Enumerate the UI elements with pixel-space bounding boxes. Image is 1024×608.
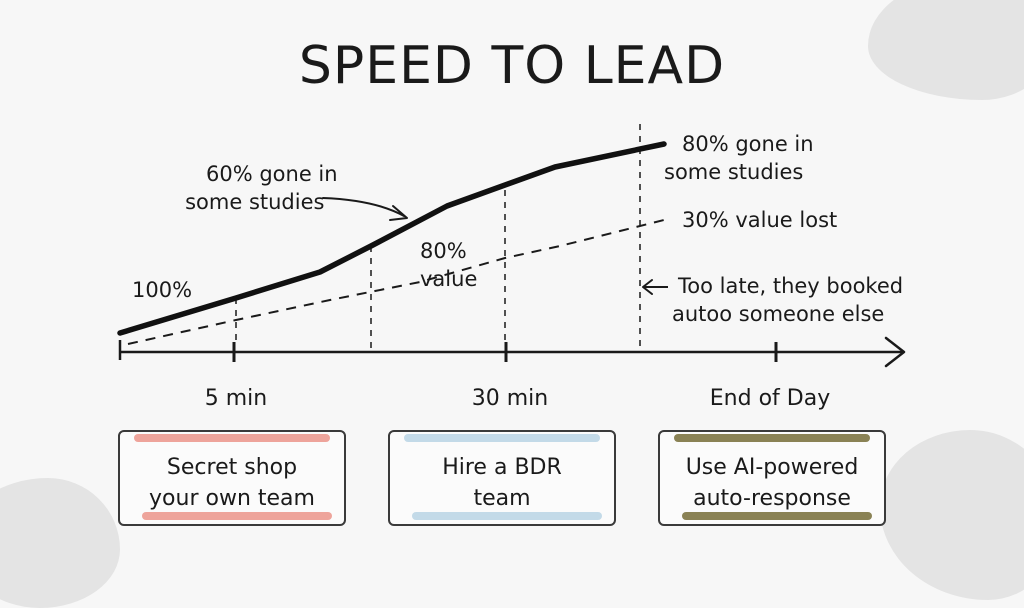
card-hire-bdr: Hire a BDR team [388,430,616,526]
tick-label-end-of-day: End of Day [709,386,831,411]
card-secret-shop: Secret shop your own team [118,430,346,526]
label-too-late-line1: Too late, they booked [678,274,904,298]
card-text: Secret shop your own team [120,452,344,514]
label-too-late-line2: autoo someone else [672,302,885,326]
label-30-value-lost: 30% value lost [682,208,838,232]
card-line1: Hire a BDR [442,455,562,480]
card-accent-bottom [412,512,602,520]
card-accent-top [134,434,330,442]
card-text: Use AI-powered auto-response [660,452,884,514]
label-80-gone-line2: some studies [664,160,804,184]
card-line1: Use AI-powered [685,455,859,480]
label-60-gone: 60% gone in some studies [172,160,338,216]
annotation-arrowhead-too-late [642,279,653,295]
label-start-100-percent: 100% [132,278,193,302]
label-60-gone-line2: some studies [185,190,325,214]
card-line1: Secret shop [166,455,298,480]
label-80-value: 80% value [420,237,477,293]
timeline-arrowhead [884,336,906,368]
card-ai-auto-response: Use AI-powered auto-response [658,430,886,526]
card-line2: team [473,486,531,511]
label-80-value-line1: 80% [420,239,467,263]
annotation-arrowhead-60 [389,205,408,221]
label-80-value-line2: value [420,267,478,291]
label-too-late: Too late, they booked autoo someone else [672,272,903,328]
annotation-arrow-60 [322,197,405,217]
tick-label-30min: 30 min [471,386,549,411]
label-60-gone-line1: 60% gone in [206,162,338,186]
card-accent-top [404,434,600,442]
page-title: SPEED TO LEAD [298,36,726,96]
card-accent-bottom [142,512,332,520]
value-curve-dashed [127,219,665,345]
card-accent-top [674,434,870,442]
card-text: Hire a BDR team [390,452,614,514]
lead-loss-curve [117,141,667,336]
speed-to-lead-diagram [117,124,906,368]
label-80-gone: 80% gone in some studies [664,130,814,186]
card-line2: auto-response [693,486,851,511]
label-80-gone-line1: 80% gone in [682,132,814,156]
card-line2: your own team [149,486,315,511]
tick-label-5min: 5 min [204,386,268,411]
card-accent-bottom [682,512,872,520]
